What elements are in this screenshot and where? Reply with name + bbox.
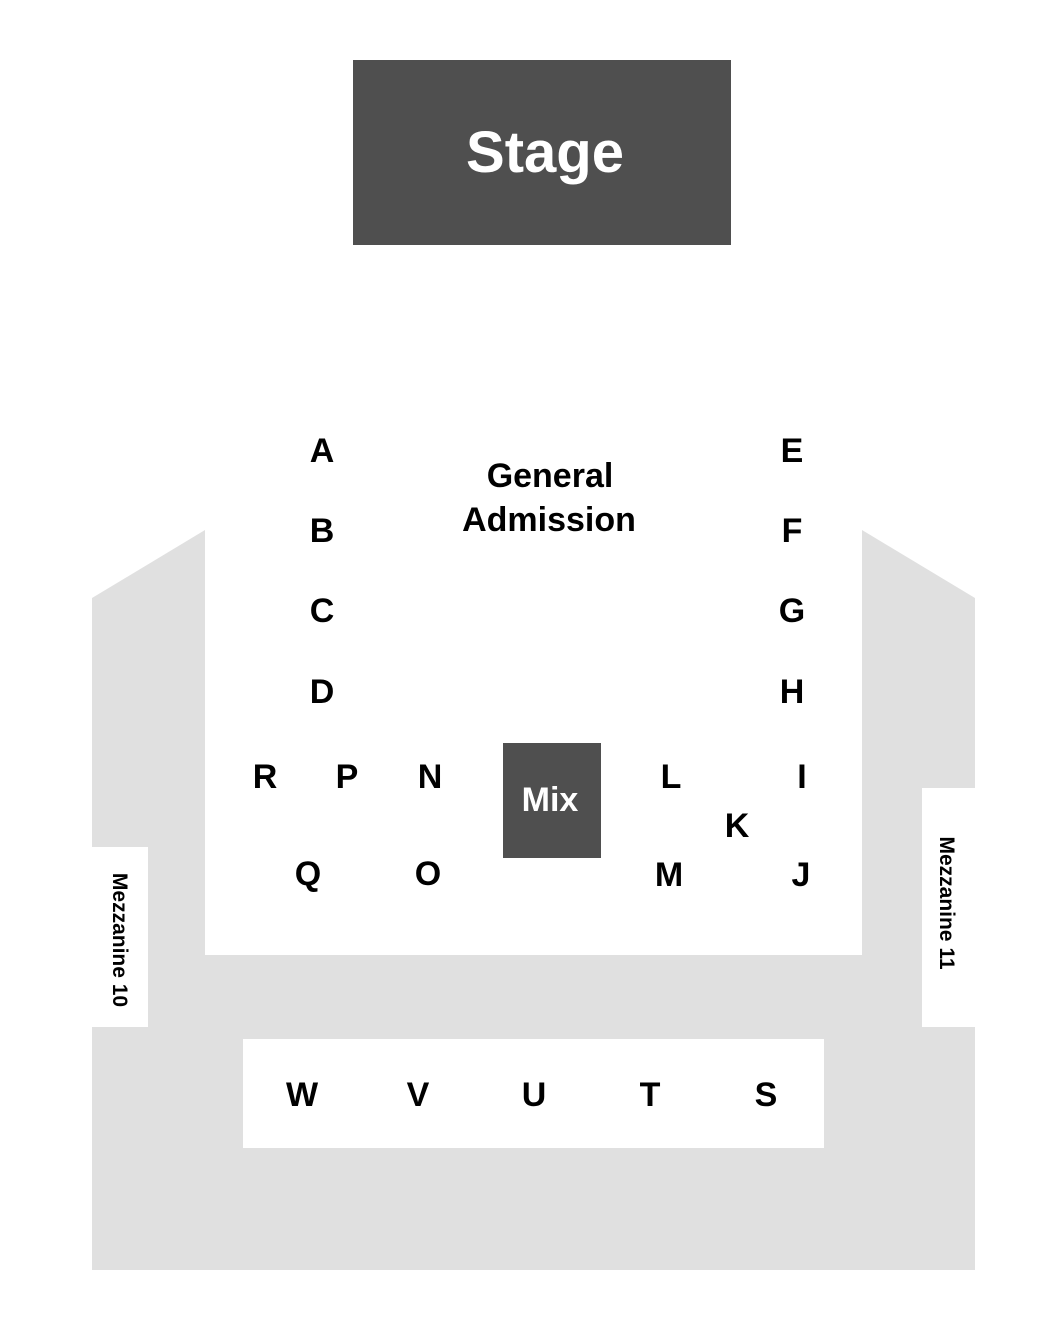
section-f[interactable]: F (782, 512, 803, 550)
section-r[interactable]: R (253, 758, 278, 796)
section-s[interactable]: S (755, 1076, 778, 1114)
section-k[interactable]: K (725, 807, 750, 845)
section-b[interactable]: B (310, 512, 335, 550)
section-d[interactable]: D (310, 673, 335, 711)
section-h[interactable]: H (780, 673, 805, 711)
section-w[interactable]: W (286, 1076, 319, 1114)
section-e[interactable]: E (781, 432, 804, 470)
section-p[interactable]: P (336, 758, 359, 796)
rear-floor-section[interactable] (243, 1039, 824, 1148)
mezzanine-10-label[interactable]: Mezzanine 10 (108, 873, 131, 1007)
section-i[interactable]: I (797, 758, 806, 796)
mix-booth (503, 743, 601, 858)
general-admission-label-line1: General (487, 457, 614, 495)
section-v[interactable]: V (407, 1076, 430, 1114)
mix-label: Mix (522, 781, 579, 819)
stage (353, 60, 731, 245)
section-u[interactable]: U (522, 1076, 547, 1114)
section-j[interactable]: J (792, 856, 811, 894)
venue-floor (92, 530, 975, 1270)
mezzanine-11-label[interactable]: Mezzanine 11 (935, 836, 958, 969)
section-l[interactable]: L (661, 758, 682, 796)
section-a[interactable]: A (310, 432, 335, 470)
section-o[interactable]: O (415, 855, 441, 893)
stage-label: Stage (466, 120, 624, 185)
section-m[interactable]: M (655, 856, 683, 894)
general-admission-label-line2: Admission (462, 501, 636, 539)
section-n[interactable]: N (418, 758, 443, 796)
section-q[interactable]: Q (295, 855, 321, 893)
section-t[interactable]: T (640, 1076, 661, 1114)
section-g[interactable]: G (779, 592, 805, 630)
section-c[interactable]: C (310, 592, 335, 630)
